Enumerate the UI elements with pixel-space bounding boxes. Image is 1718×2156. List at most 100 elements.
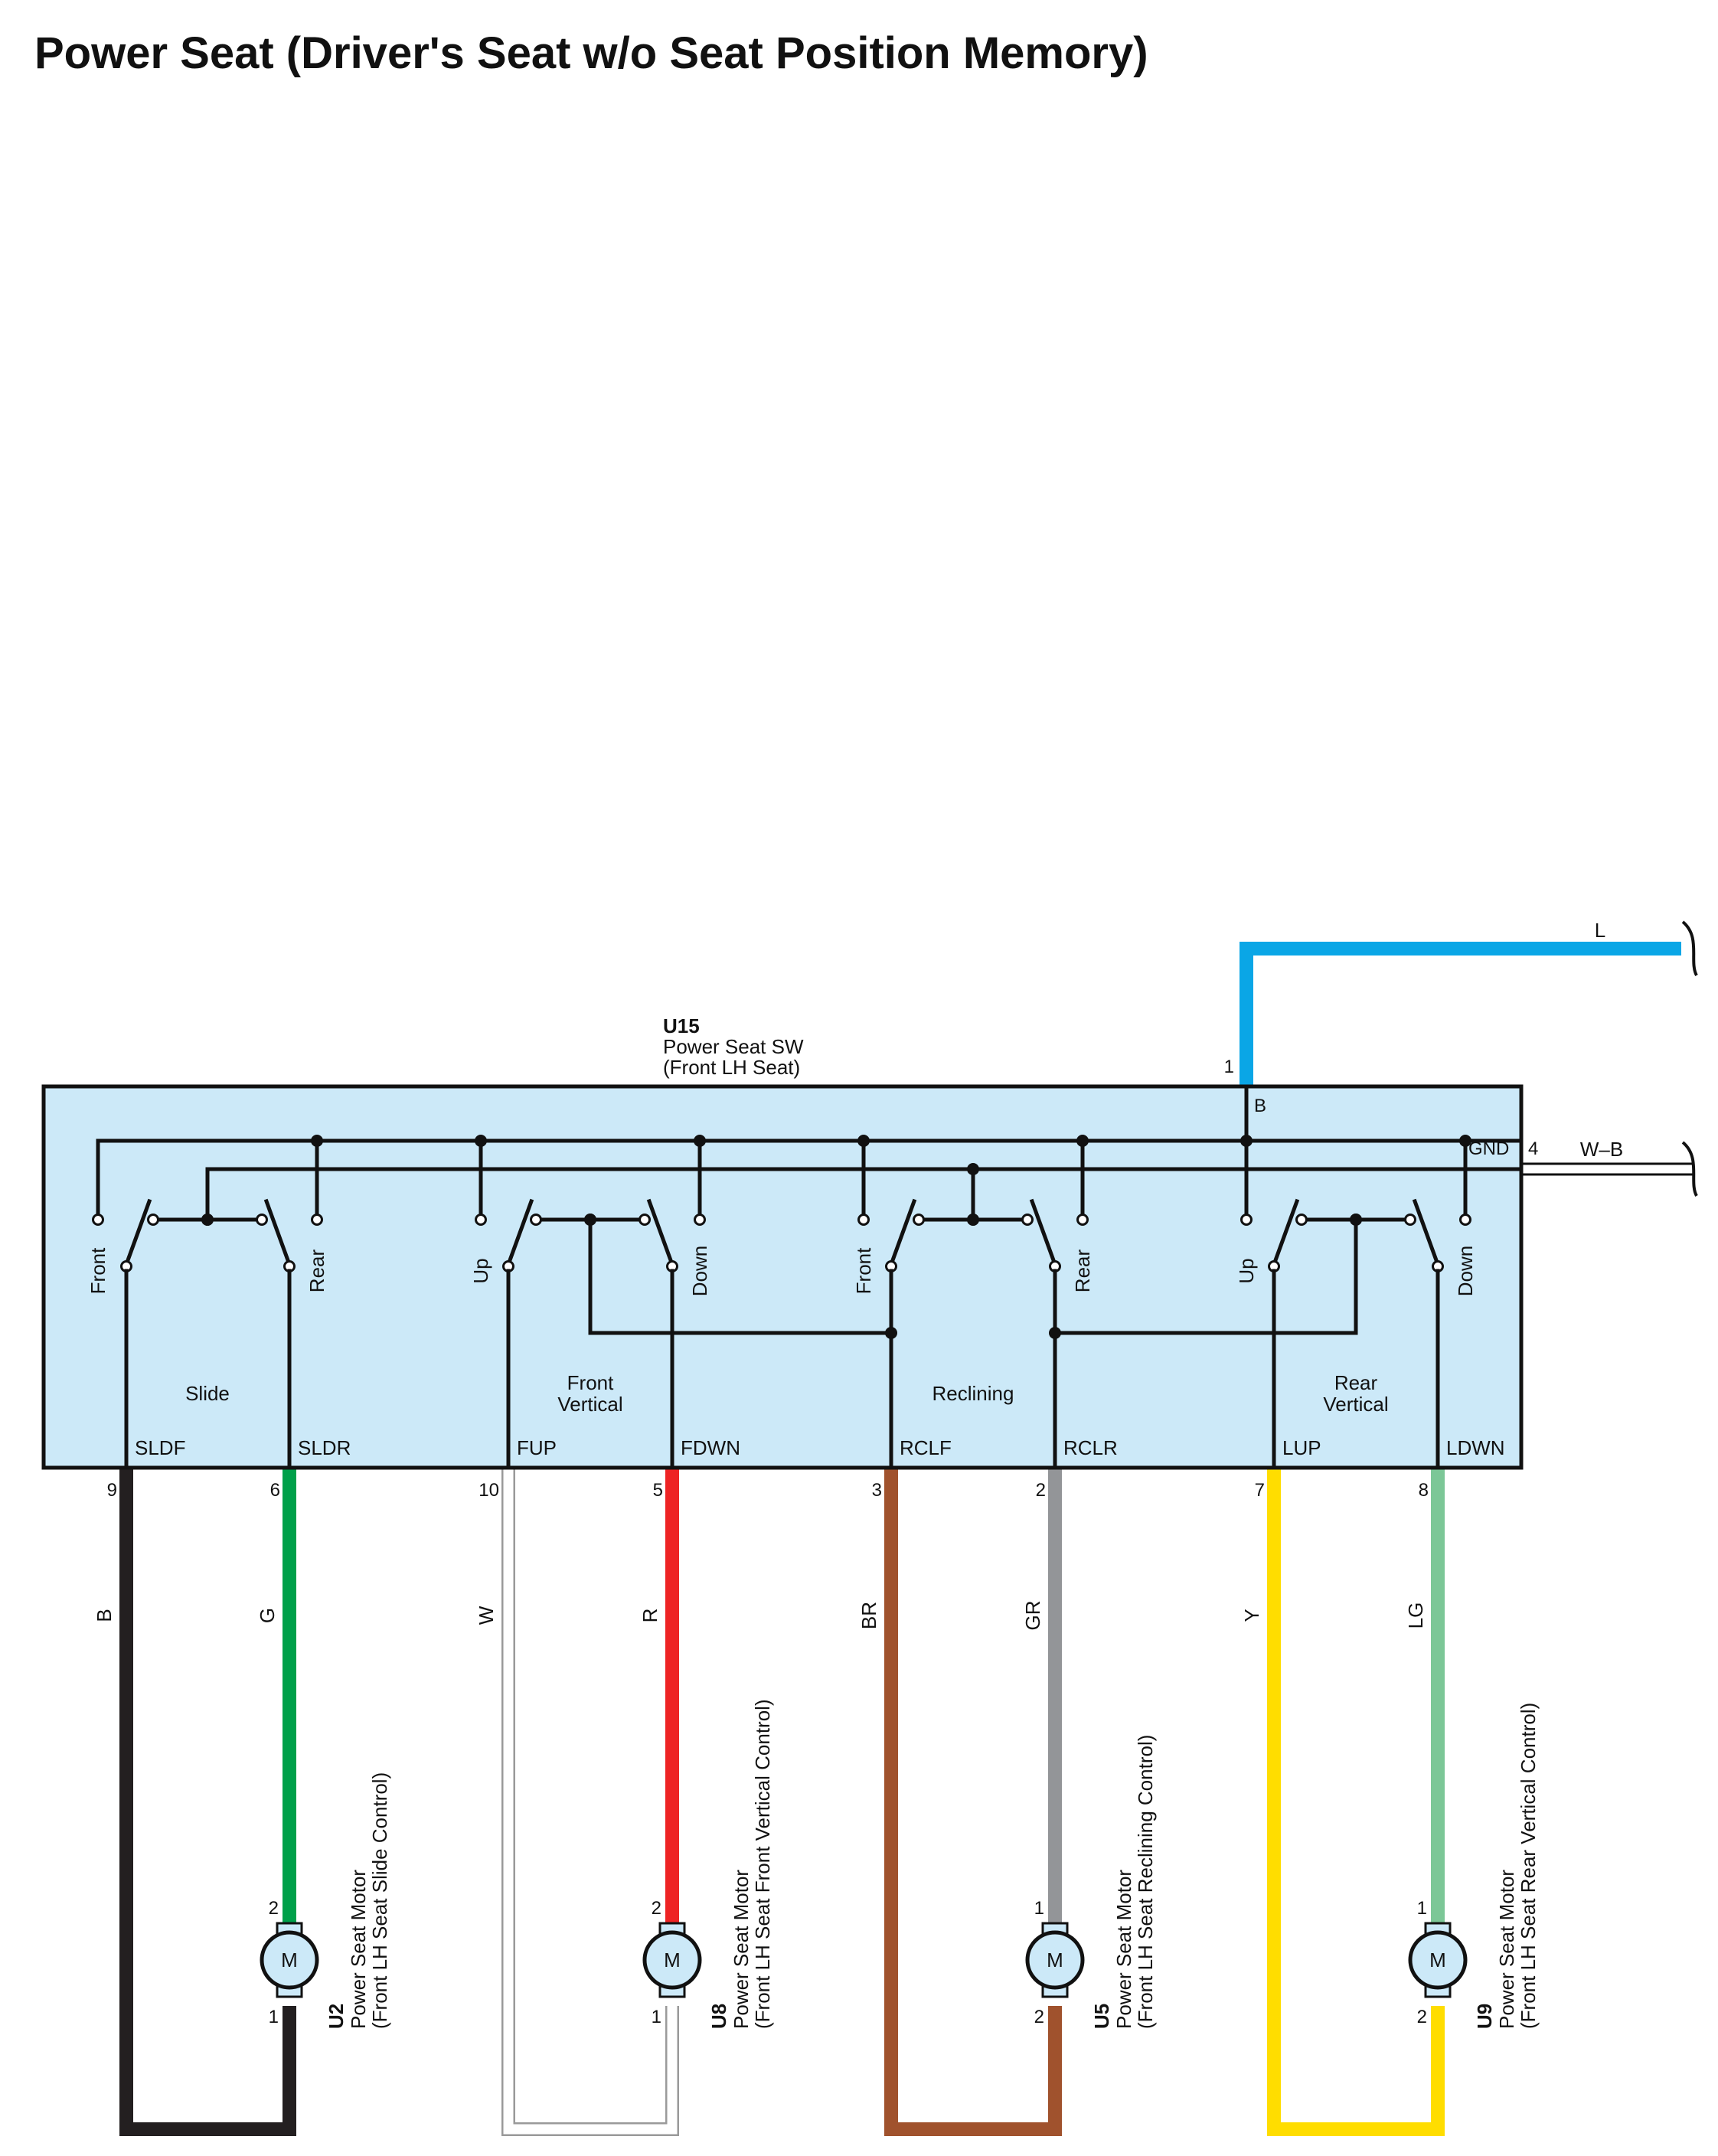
switch-contact	[92, 1214, 104, 1226]
wire-w	[501, 1468, 679, 2136]
junction-dot	[201, 1214, 214, 1226]
switch-contact	[857, 1214, 870, 1226]
switch-contact	[1295, 1214, 1308, 1226]
motor-icon	[260, 1930, 319, 1990]
switch-direction-label: Rear	[1071, 1249, 1094, 1292]
motor-detail: (Front LH Seat Front Vertical Control)	[751, 1699, 774, 2029]
motor-pin-top: 2	[269, 1898, 279, 1919]
wire-b	[119, 1468, 296, 2136]
switch-direction-label: Rear	[305, 1249, 328, 1292]
ground-wire-color-code: W–B	[1580, 1138, 1623, 1161]
terminal-pin-number: 10	[478, 1480, 499, 1501]
switch-id: U15	[663, 1014, 700, 1037]
motor-name: Power Seat Motor	[1495, 1870, 1518, 2029]
motor-detail: (Front LH Seat Rear Vertical Control)	[1517, 1703, 1540, 2029]
motor-symbol: M	[664, 1949, 681, 1971]
switch-blade	[1029, 1198, 1057, 1263]
switch-direction-label: Up	[469, 1258, 492, 1283]
switch-group-name: Slide	[185, 1382, 230, 1405]
motor-pin-top: 1	[1034, 1898, 1044, 1919]
switch-contact	[913, 1214, 925, 1226]
switch-direction-label: Down	[688, 1246, 711, 1296]
junction-dot	[1049, 1327, 1061, 1339]
motor-name: Power Seat Motor	[347, 1870, 370, 2029]
switch-blade	[1272, 1198, 1300, 1263]
switch-blade	[890, 1198, 917, 1263]
wire-continuation-break	[1681, 1141, 1698, 1197]
switch-blade	[125, 1198, 152, 1263]
wire-color-code: LG	[1404, 1602, 1427, 1629]
terminal-pin-number: 9	[107, 1480, 117, 1501]
ground-bus	[96, 1138, 1521, 1220]
power-wire-color-code: L	[1595, 919, 1605, 942]
switch-contact	[1240, 1214, 1253, 1226]
motor-pin-bottom: 2	[1417, 2007, 1427, 2027]
switch-contact	[256, 1214, 268, 1226]
wire-br	[884, 1468, 1062, 2136]
terminal-pin-number: 7	[1255, 1480, 1265, 1501]
switch-blade	[507, 1198, 534, 1263]
terminal-pin-number: 5	[653, 1480, 663, 1501]
switch-contact	[1076, 1214, 1089, 1226]
motor-id: U9	[1473, 2004, 1496, 2029]
switch-group-name: Reclining	[932, 1382, 1014, 1405]
motor-id: U8	[707, 2004, 730, 2029]
wire-color-code: GR	[1021, 1601, 1044, 1631]
wire-color-code: W	[475, 1606, 498, 1625]
terminal-name: RCLF	[900, 1436, 952, 1459]
switch-contact	[694, 1214, 706, 1226]
wire-w-fill	[503, 1468, 678, 2135]
motor-detail: (Front LH Seat Reclining Control)	[1134, 1735, 1157, 2029]
wire-continuation-break	[1681, 920, 1698, 976]
motor-name: Power Seat Motor	[1112, 1870, 1135, 2029]
switch-blade	[646, 1198, 674, 1263]
junction-dot	[967, 1214, 979, 1226]
junction-dot	[1459, 1135, 1471, 1147]
power-wire-l	[1240, 942, 1681, 1086]
motor-symbol: M	[281, 1949, 298, 1971]
switch-location: (Front LH Seat)	[663, 1056, 800, 1079]
terminal-pin-number: 8	[1419, 1480, 1429, 1501]
cross-link	[1055, 1220, 1358, 1335]
motor-pin-bottom: 1	[269, 2007, 279, 2027]
motor-icon	[1408, 1930, 1468, 1990]
wire-y	[1267, 1468, 1445, 2136]
switch-direction-label: Front	[87, 1247, 109, 1294]
motor-icon	[642, 1930, 702, 1990]
page-title: Power Seat (Driver's Seat w/o Seat Posit…	[34, 28, 1148, 78]
terminal-name: RCLR	[1063, 1436, 1118, 1459]
wire-color-code: BR	[857, 1602, 880, 1629]
motor-pin-bottom: 2	[1034, 2007, 1044, 2027]
terminal-name: SLDR	[298, 1436, 351, 1459]
motor-detail: (Front LH Seat Slide Control)	[368, 1772, 391, 2029]
switch-contact	[475, 1214, 487, 1226]
switch-direction-label: Front	[852, 1247, 875, 1294]
wire-color-code: Y	[1240, 1609, 1263, 1622]
cross-link	[588, 1220, 891, 1335]
motor-name: Power Seat Motor	[730, 1870, 753, 2029]
ground-pin-number: 4	[1528, 1138, 1538, 1159]
switch-contact	[530, 1214, 542, 1226]
motor-pin-top: 1	[1417, 1898, 1427, 1919]
terminal-name: LUP	[1282, 1436, 1321, 1459]
motor-symbol: M	[1429, 1949, 1446, 1971]
terminal-pin-number: 3	[872, 1480, 882, 1501]
terminal-name: FDWN	[681, 1436, 740, 1459]
power-pin-number: 1	[1224, 1057, 1234, 1077]
wire-color-code: R	[639, 1609, 661, 1623]
motor-symbol: M	[1047, 1949, 1063, 1971]
switch-contact	[1459, 1214, 1471, 1226]
switch-name: Power Seat SW	[663, 1035, 804, 1058]
motor-id: U2	[325, 2004, 348, 2029]
terminal-pin-number: 6	[270, 1480, 280, 1501]
switch-contact	[1404, 1214, 1416, 1226]
power-terminal-label: B	[1254, 1096, 1266, 1116]
switch-blade	[263, 1198, 291, 1263]
switch-direction-label: Down	[1454, 1246, 1477, 1296]
terminal-pin-number: 2	[1036, 1480, 1046, 1501]
switch-body	[41, 1084, 1524, 1470]
terminal-name: LDWN	[1446, 1436, 1505, 1459]
switch-contact	[639, 1214, 651, 1226]
switch-contact	[311, 1214, 323, 1226]
